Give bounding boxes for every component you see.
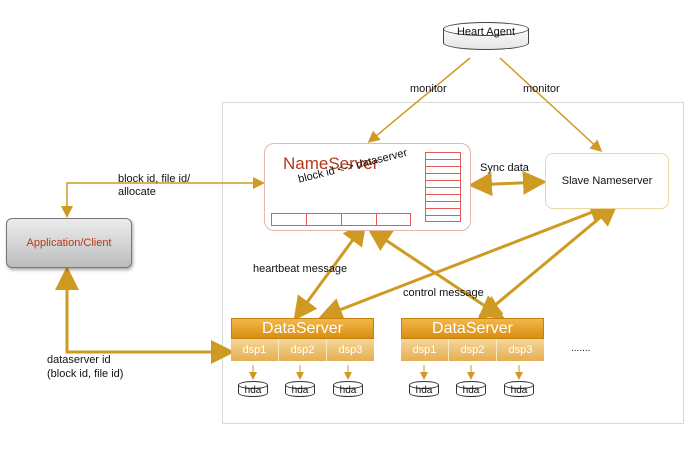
hda-disk-icon: hda [409, 381, 439, 397]
client-data-label: dataserver id (block id, file id) [47, 354, 124, 380]
application-client-node: Application/Client [6, 218, 132, 268]
nameserver-table-grid [425, 152, 461, 222]
application-client-label: Application/Client [26, 237, 112, 249]
client-request-label: block id, file id/ allocate [118, 173, 191, 198]
dsp-partition: dsp1 [231, 339, 279, 361]
dsp-partition: dsp2 [449, 339, 497, 361]
nameserver-block-grid [271, 213, 411, 226]
heartbeat-label: heartbeat message [253, 263, 348, 275]
dataserver-title: DataServer [401, 318, 544, 339]
dsp-partition: dsp1 [401, 339, 449, 361]
dsp-partition: dsp3 [327, 339, 374, 361]
hda-disk-icon: hda [333, 381, 363, 397]
slave-nameserver-node: Slave Nameserver [545, 153, 669, 209]
hda-disk-icon: hda [456, 381, 486, 397]
hda-disk-icon: hda [238, 381, 268, 397]
dataserver-title: DataServer [231, 318, 374, 339]
more-dataservers-ellipsis: ....... [571, 343, 591, 354]
nameserver-node: NameServer block id <-> dataserver [264, 143, 471, 231]
control-label: control message [403, 287, 484, 299]
client-data-edge [55, 266, 235, 364]
nameserver-title: NameServer [283, 154, 379, 173]
hda-disk-icon: hda [285, 381, 315, 397]
monitor-label-right: monitor [523, 83, 560, 95]
dsp-partition: dsp2 [279, 339, 327, 361]
hda-disk-icon: hda [504, 381, 534, 397]
slave-nameserver-label: Slave Nameserver [561, 175, 653, 187]
heart-agent-label: Heart Agent [456, 26, 516, 38]
dataserver-node-2: DataServer dsp1 dsp2 dsp3 [401, 318, 544, 362]
monitor-label-left: monitor [410, 83, 447, 95]
sync-label: Sync data [480, 162, 529, 174]
dataserver-node-1: DataServer dsp1 dsp2 dsp3 [231, 318, 374, 362]
dsp-partition: dsp3 [497, 339, 544, 361]
heart-agent-node: Heart Agent [443, 20, 529, 56]
